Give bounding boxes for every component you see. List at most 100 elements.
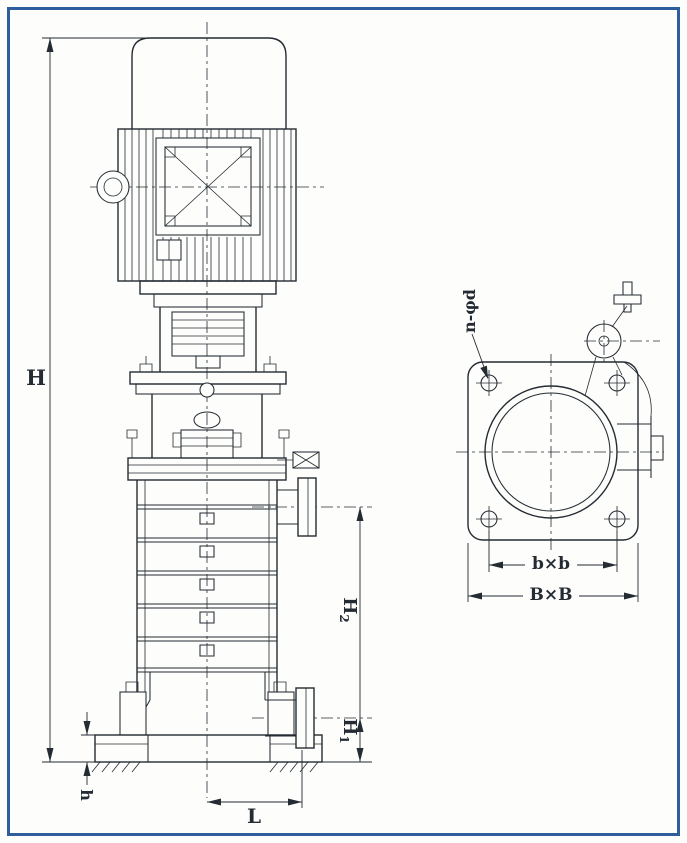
motor-foot-flange	[139, 280, 277, 295]
plan-view	[456, 281, 664, 558]
motor-cooling-fins	[124, 129, 292, 281]
anchor-bolts	[125, 681, 287, 693]
lantern-seal-section	[126, 394, 290, 459]
stool-flange-upper	[129, 371, 287, 385]
motor-top-cap	[131, 37, 287, 129]
bracket-lug	[650, 435, 664, 461]
stage-joints	[137, 504, 277, 673]
arrowhead	[356, 507, 364, 521]
suction-branch	[265, 687, 315, 749]
bolt-hole-crosshairs	[476, 370, 630, 532]
front-view	[91, 37, 323, 773]
bracket-lines	[617, 416, 652, 478]
bolt-note-label: n-φd	[460, 289, 479, 333]
dim-h-lines	[81, 712, 95, 785]
lifting-eye-outer	[96, 170, 130, 204]
coupling-housing-walls	[159, 307, 257, 372]
arrowhead	[468, 592, 482, 600]
dim-label-H2-sub: 2	[337, 614, 351, 622]
label-mask	[523, 585, 579, 603]
suction-flange	[295, 687, 315, 749]
lantern-walls	[151, 394, 263, 458]
arrowhead	[207, 798, 221, 806]
flange-square	[467, 361, 639, 541]
head-plate-lines	[128, 464, 286, 474]
dim-label-H: H	[26, 365, 46, 390]
anchor-boss-left	[119, 691, 147, 736]
barrel-outer-circle	[484, 385, 618, 519]
dim-label-H1-base: H	[339, 718, 360, 735]
side-bracket	[617, 361, 664, 478]
valve-centerlines	[584, 320, 660, 362]
dim-label-H2: H2	[337, 597, 360, 622]
tie-rod-nuts	[199, 512, 215, 657]
gauge-fitting-cross	[277, 451, 320, 469]
arrowhead	[83, 721, 91, 735]
dimension-H: H	[26, 37, 148, 763]
barrel-inner-circle	[491, 392, 611, 512]
dimension-L: L	[207, 750, 303, 828]
lower-chamber-walls	[149, 672, 266, 700]
arrowhead	[46, 38, 54, 52]
dim-label-H1-sub: 1	[337, 735, 351, 743]
dim-label-bxb: b×b	[532, 554, 570, 574]
arrowhead	[83, 762, 91, 776]
anchor-boss-right	[267, 691, 295, 736]
label-mask	[525, 554, 577, 572]
discharge-flange	[297, 477, 317, 537]
base-body	[94, 734, 323, 763]
discharge-branch	[277, 451, 320, 537]
terminal-box-cover	[164, 146, 252, 227]
flange-center-knob	[199, 382, 215, 398]
shaft-sleeve-ellipse	[193, 411, 221, 429]
plan-centerlines	[456, 354, 664, 558]
arrowhead	[489, 561, 503, 569]
lantern-studs	[126, 429, 290, 458]
arrowhead	[288, 798, 302, 806]
coupling-laminations	[172, 319, 244, 345]
dimension-h: h	[77, 712, 96, 801]
casing-outer-walls	[136, 480, 278, 700]
conduit-box	[156, 239, 182, 261]
motor-adapter	[153, 293, 263, 308]
dim-label-L: L	[247, 804, 261, 828]
dimensions: H H2 H1 h	[26, 37, 639, 828]
seal-housing-lines	[181, 437, 233, 447]
valve-links	[584, 305, 628, 397]
seal-glands	[172, 432, 242, 448]
bracket-arc	[623, 361, 652, 417]
terminal-box	[155, 137, 261, 236]
dim-label-H2-base: H	[339, 597, 360, 614]
vent-valve-assembly	[584, 281, 660, 397]
arrowhead	[356, 718, 364, 732]
dim-L-lines	[207, 750, 303, 808]
dim-label-h: h	[77, 789, 96, 801]
valve-boss-circle	[586, 323, 622, 359]
pump-casing	[119, 457, 295, 736]
coupling-window	[171, 311, 245, 357]
suction-pipe	[265, 699, 296, 737]
terminal-box-corner-pads	[164, 146, 252, 227]
valve-stem-circle	[598, 335, 610, 347]
coupling-section	[129, 280, 287, 398]
dimension-bxb: b×b	[488, 531, 618, 574]
ground-hatching	[91, 761, 319, 773]
terminal-box-outer	[155, 137, 261, 236]
dim-label-H1: H1	[337, 718, 360, 743]
arrowhead	[603, 561, 617, 569]
corner-bolt-holes	[476, 370, 630, 532]
terminal-box-cover-diagonals	[164, 146, 252, 227]
tee-handle	[613, 281, 642, 313]
coupling-hub	[195, 355, 221, 369]
bolt-note-leader-arrow	[480, 365, 488, 379]
discharge-pipe	[277, 489, 298, 525]
dim-label-BxB: B×B	[530, 585, 573, 605]
lifting-eye-inner	[103, 177, 123, 197]
motor	[96, 37, 297, 282]
foot-edges	[147, 735, 271, 762]
dimension-H2-H1: H2 H1	[322, 507, 372, 763]
casing-head-plate	[127, 457, 287, 481]
dimension-BxB: B×B	[467, 543, 639, 605]
